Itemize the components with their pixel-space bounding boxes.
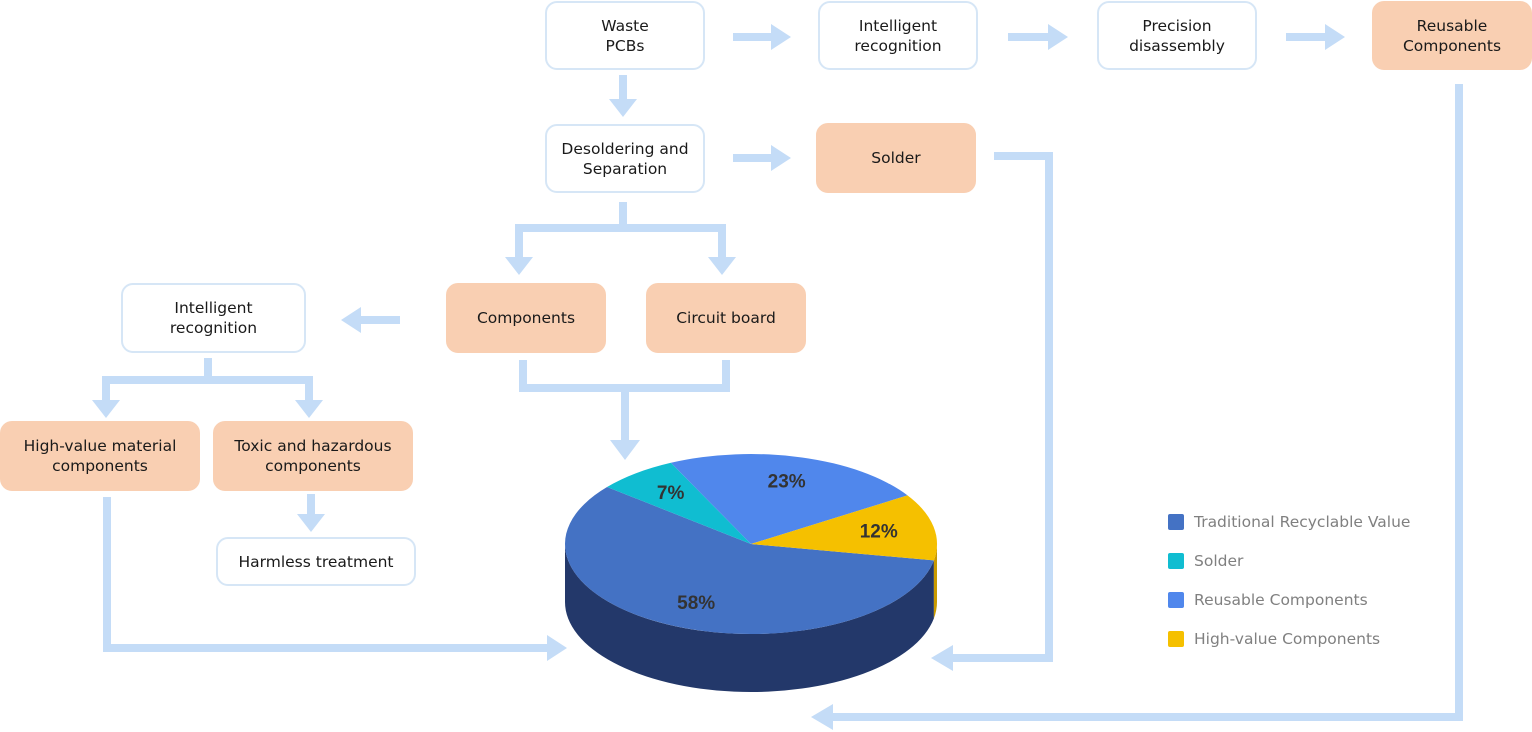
pie-data-label-solder: 7%: [657, 483, 685, 504]
legend-swatch: [1168, 513, 1184, 530]
node-label: Desoldering and Separation: [561, 139, 689, 178]
precision-disassembly-node: Precision disassembly: [1097, 1, 1257, 70]
harmless-treatment-node: Harmless treatment: [216, 537, 416, 586]
pie-data-label-traditional-recyclable-value: 58%: [677, 593, 715, 614]
node-label: Precision disassembly: [1129, 16, 1225, 55]
pie-data-labels: 58% 7% 23% 12%: [657, 472, 898, 614]
pie-tops: [565, 454, 938, 635]
legend-item-solder: Solder: [1168, 541, 1410, 580]
arrowheads: [92, 24, 1345, 730]
solder-node: Solder: [816, 123, 976, 193]
reusable-components-node: Reusable Components: [1372, 1, 1532, 70]
legend-item-traditional-recyclable-value: Traditional Recyclable Value: [1168, 502, 1410, 541]
intelligent-recognition-top-node: Intelligent recognition: [818, 1, 978, 70]
legend-item-reusable-components: Reusable Components: [1168, 580, 1410, 619]
node-label: Intelligent recognition: [169, 299, 258, 337]
node-label: Intelligent recognition: [854, 16, 942, 55]
node-label: Components: [476, 309, 576, 327]
pie-data-label-high-value-components: 12%: [860, 522, 898, 543]
connector-lines: [102, 33, 1463, 721]
legend-swatch: [1168, 552, 1184, 569]
waste-pcbs-node: Waste PCBs: [545, 1, 705, 70]
legend-label: High-value Components: [1194, 629, 1381, 648]
circuit-board-node: Circuit board: [646, 283, 806, 353]
pie-side-traditional-recyclable-value: [565, 544, 934, 693]
legend-swatch: [1168, 591, 1184, 608]
node-label: Solder: [871, 149, 921, 167]
node-label: Toxic and hazardous components: [234, 437, 392, 475]
node-label: High-value material components: [23, 437, 177, 475]
legend-label: Reusable Components: [1194, 590, 1368, 609]
pie-slice-traditional-recyclable-value: [565, 487, 934, 635]
pie-side-high-value-components: [933, 544, 938, 619]
components-node: Components: [446, 283, 606, 353]
high-value-material-node: High-value material components: [0, 421, 200, 491]
pie-sides: [565, 544, 938, 693]
node-label: Circuit board: [676, 309, 776, 327]
toxic-hazardous-node: Toxic and hazardous components: [213, 421, 413, 491]
pie-slice-reusable-components: [670, 454, 908, 544]
node-label: Reusable Components: [1402, 16, 1502, 55]
legend-label: Traditional Recyclable Value: [1194, 512, 1411, 531]
pie-chart: 58% 7% 23% 12%: [565, 454, 938, 693]
pie-slice-solder: [607, 462, 751, 544]
intelligent-recognition-left-node: Intelligent recognition: [121, 283, 306, 353]
pie-slice-high-value-components: [751, 495, 938, 561]
legend-swatch: [1168, 630, 1184, 647]
desoldering-separation-node: Desoldering and Separation: [545, 124, 705, 193]
node-label: Waste PCBs: [601, 16, 649, 55]
legend-label: Solder: [1194, 551, 1244, 570]
pie-data-label-reusable-components: 23%: [768, 472, 806, 493]
node-label: Harmless treatment: [238, 552, 394, 571]
legend-item-high-value-components: High-value Components: [1168, 619, 1410, 658]
